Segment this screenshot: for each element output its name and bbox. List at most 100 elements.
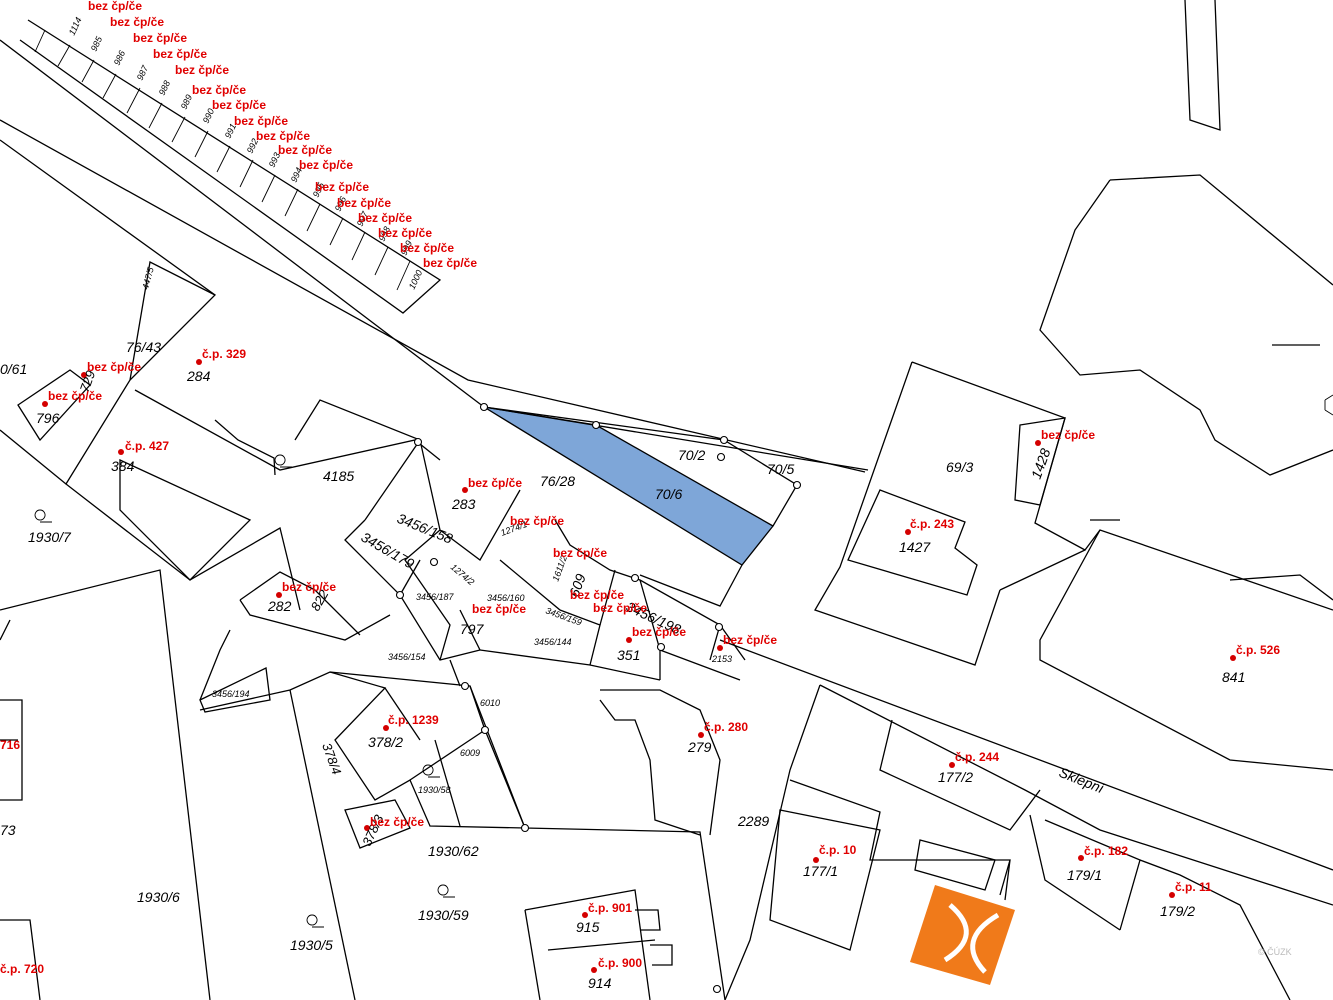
parcel-label: 797 [460, 621, 485, 637]
parcel-label: 1930/62 [428, 843, 479, 859]
parcel-label: 1930/58 [418, 785, 451, 795]
garage-label: 986 [112, 49, 127, 67]
parcel-label: 609 [566, 571, 589, 599]
garage-label: 1114 [67, 16, 84, 37]
watermark: © ČÚZK [1258, 947, 1292, 957]
address-label: č.p. 280 [704, 720, 748, 734]
parcel-label: 3456/154 [388, 652, 426, 662]
parcel-label: 841 [1222, 669, 1245, 685]
address-label: bez čp/če [234, 114, 288, 128]
address-label: č.p. 243 [910, 517, 954, 531]
address-label: bez čp/če [88, 0, 142, 13]
garage-labels: 1114 985 986 987 988 989 990 991 992 993… [67, 16, 425, 291]
garage-label: 985 [89, 34, 105, 53]
address-label: bez čp/če [358, 211, 412, 225]
parcel-label: 70/2 [678, 447, 705, 463]
parcel-label: 282 [267, 598, 292, 614]
garage-address-labels: bez čp/če bez čp/če bez čp/če bez čp/če … [88, 0, 477, 270]
parcel-label: 384 [111, 458, 135, 474]
parcel-label: 283 [451, 496, 476, 512]
address-label: bez čp/če [278, 143, 332, 157]
parcel-label: 1930/5 [290, 937, 333, 953]
address-label: bez čp/če [423, 256, 477, 270]
address-label: bez čp/če [1041, 428, 1095, 442]
parcel-label: 1930/6 [137, 889, 180, 905]
parcel-label: 1428 [1028, 446, 1054, 481]
parcel-label: 378/4 [319, 741, 344, 777]
address-label: bez čp/če [370, 815, 424, 829]
parcel-labels: 1930/7 1930/6 1930/5 1930/59 1930/62 193… [0, 265, 1245, 991]
address-label: č.p. 11 [1175, 880, 1212, 894]
parcel-label: 4185 [323, 468, 354, 484]
parcel-label: 70/6 [655, 486, 682, 502]
address-label: č.p. 526 [1236, 643, 1280, 657]
parcel-label: 3456/159 [544, 605, 583, 627]
parcel-label: 2289 [737, 813, 769, 829]
survey-points [395, 402, 802, 994]
parcel-label: 1427 [899, 539, 931, 555]
parcel-label: 729 [77, 369, 99, 395]
address-label: bez čp/če [723, 633, 777, 647]
address-label: bez čp/če [510, 514, 564, 528]
parcel-label: 796 [36, 410, 60, 426]
address-label: bez čp/če [175, 63, 229, 77]
parcel-label: 3456/179 [359, 529, 418, 572]
address-label: bez čp/če [299, 158, 353, 172]
parcel-label: 177/2 [938, 769, 973, 785]
parcel-label: 177/1 [803, 863, 838, 879]
address-dots [42, 359, 1236, 973]
parcel-label: 179/2 [1160, 903, 1195, 919]
address-label: bez čp/če [632, 625, 686, 639]
parcel-label: 3456/187 [416, 592, 455, 602]
address-labels: č.p. 329 č.p. 427 č.p. 243 č.p. 526 č.p.… [0, 347, 1280, 976]
address-label: bez čp/če [472, 602, 526, 616]
address-label: bez čp/če [48, 389, 102, 403]
address-label: bez čp/če [378, 226, 432, 240]
house-symbols [34, 394, 1333, 928]
address-label: bez čp/če [87, 360, 141, 374]
address-label: bez čp/če [110, 15, 164, 29]
parcel-label: 378/2 [368, 734, 403, 750]
parcel-label: 70/5 [767, 461, 794, 477]
garage-label: 1000 [407, 268, 425, 290]
parcel-label: 3456/160 [487, 593, 525, 603]
parcel-label: 1930/59 [418, 907, 469, 923]
logo-icon [910, 885, 1015, 985]
address-label: bez čp/če [400, 241, 454, 255]
address-label: bez čp/če [315, 180, 369, 194]
parcel-label: 6010 [480, 698, 500, 708]
address-label: č.p. 900 [598, 956, 642, 970]
parcel-label: 914 [588, 975, 612, 991]
garage-label: 988 [157, 79, 172, 97]
address-label: bez čp/če [133, 31, 187, 45]
parcel-label: 6009 [460, 748, 480, 758]
address-label: č.p. 244 [955, 750, 999, 764]
parcel-label: 69/3 [946, 459, 973, 475]
parcel-label: 447/5 [140, 265, 156, 290]
parcel-label: 351 [617, 647, 640, 663]
parcel-label: 915 [576, 919, 600, 935]
address-label: bez čp/če [553, 546, 607, 560]
address-label: č.p. 329 [202, 347, 246, 361]
address-label: bez čp/če [593, 601, 647, 615]
garage-partitions [34, 29, 411, 291]
parcel-label: 284 [186, 368, 211, 384]
address-label: č.p. 182 [1084, 844, 1128, 858]
parcel-label: 1274/2 [449, 562, 477, 587]
parcel-label: 3456/158 [395, 510, 455, 547]
parcel-label: 2153 [711, 654, 732, 664]
address-label: bez čp/če [192, 83, 246, 97]
address-label: č.p. 720 [0, 962, 44, 976]
parcel-label: 3456/144 [534, 637, 572, 647]
parcel-label: 179/1 [1067, 867, 1102, 883]
address-label: bez čp/če [337, 196, 391, 210]
address-label: 716 [0, 738, 20, 752]
address-label: č.p. 1239 [388, 713, 439, 727]
street-label: Sklepní [1057, 764, 1108, 797]
address-label: č.p. 901 [588, 901, 632, 915]
address-label: bez čp/če [468, 476, 522, 490]
parcel-label: 76/43 [126, 339, 161, 355]
